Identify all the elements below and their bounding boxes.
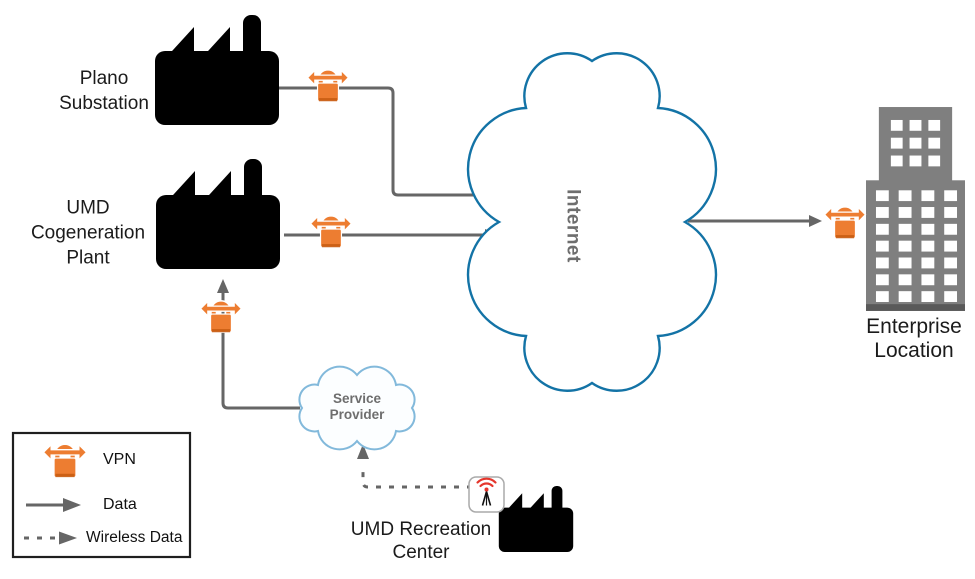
umd-recreation-label: UMD Recreation Center: [350, 519, 492, 563]
internet-label: Internet: [562, 189, 584, 263]
umd-cogeneration-factory-icon: [156, 159, 280, 269]
plano-substation-label: Plano Substation: [59, 68, 149, 114]
legend-label-data: Data: [103, 496, 137, 513]
legend-box: [11, 431, 192, 559]
umd-recreation-factory-icon: [498, 486, 574, 552]
plano-substation-factory-icon: [155, 15, 279, 125]
connector-cogeneration-to-internet: [284, 229, 498, 241]
internet-cloud-shape: [466, 52, 718, 392]
legend-wireless-arrow: [24, 531, 77, 545]
enterprise-building-icon: [866, 107, 965, 311]
service-provider-label: Service Provider: [329, 391, 385, 422]
legend-label-wireless-data: Wireless Data: [86, 529, 183, 546]
vpn-icon: [825, 207, 866, 238]
connector-recreation-to-serviceprovider-wireless: [357, 444, 472, 489]
connector-plano-to-internet: [270, 86, 498, 201]
legend-data-arrow: [26, 498, 81, 512]
connector-internet-to-enterprise: [688, 215, 822, 227]
vpn-icon: [311, 216, 352, 247]
vpn-icon: [201, 301, 242, 332]
wireless-antenna-icon: [468, 476, 505, 513]
connector-serviceprovider-to-cogeneration: [217, 279, 300, 410]
service-provider-cloud-shape: [298, 365, 416, 451]
legend-label-vpn: VPN: [103, 451, 136, 468]
vpn-icon: [308, 70, 349, 101]
umd-cogeneration-label: UMD Cogeneration Plant: [30, 197, 146, 269]
enterprise-location-label: Enterprise Location: [866, 315, 962, 362]
